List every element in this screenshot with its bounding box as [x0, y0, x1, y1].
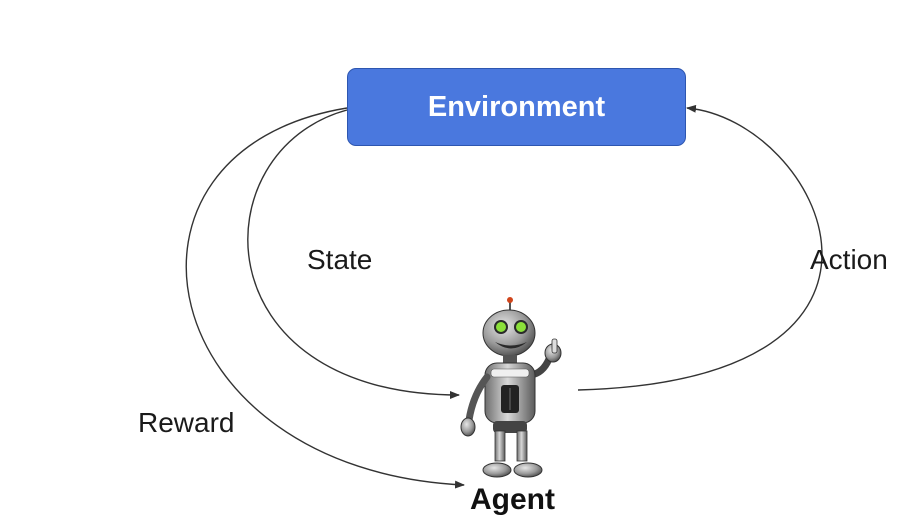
environment-label: Environment	[427, 90, 606, 123]
agent-label: Agent	[470, 483, 555, 516]
state-label: State	[307, 244, 373, 275]
reward-label: Reward	[138, 407, 235, 438]
environment-node: Environment	[347, 68, 686, 146]
action-label: Action	[810, 244, 888, 275]
robot-icon	[460, 297, 562, 478]
action-arrow	[577, 104, 823, 391]
state-arrow	[247, 109, 460, 399]
reward-arrow	[185, 107, 465, 489]
